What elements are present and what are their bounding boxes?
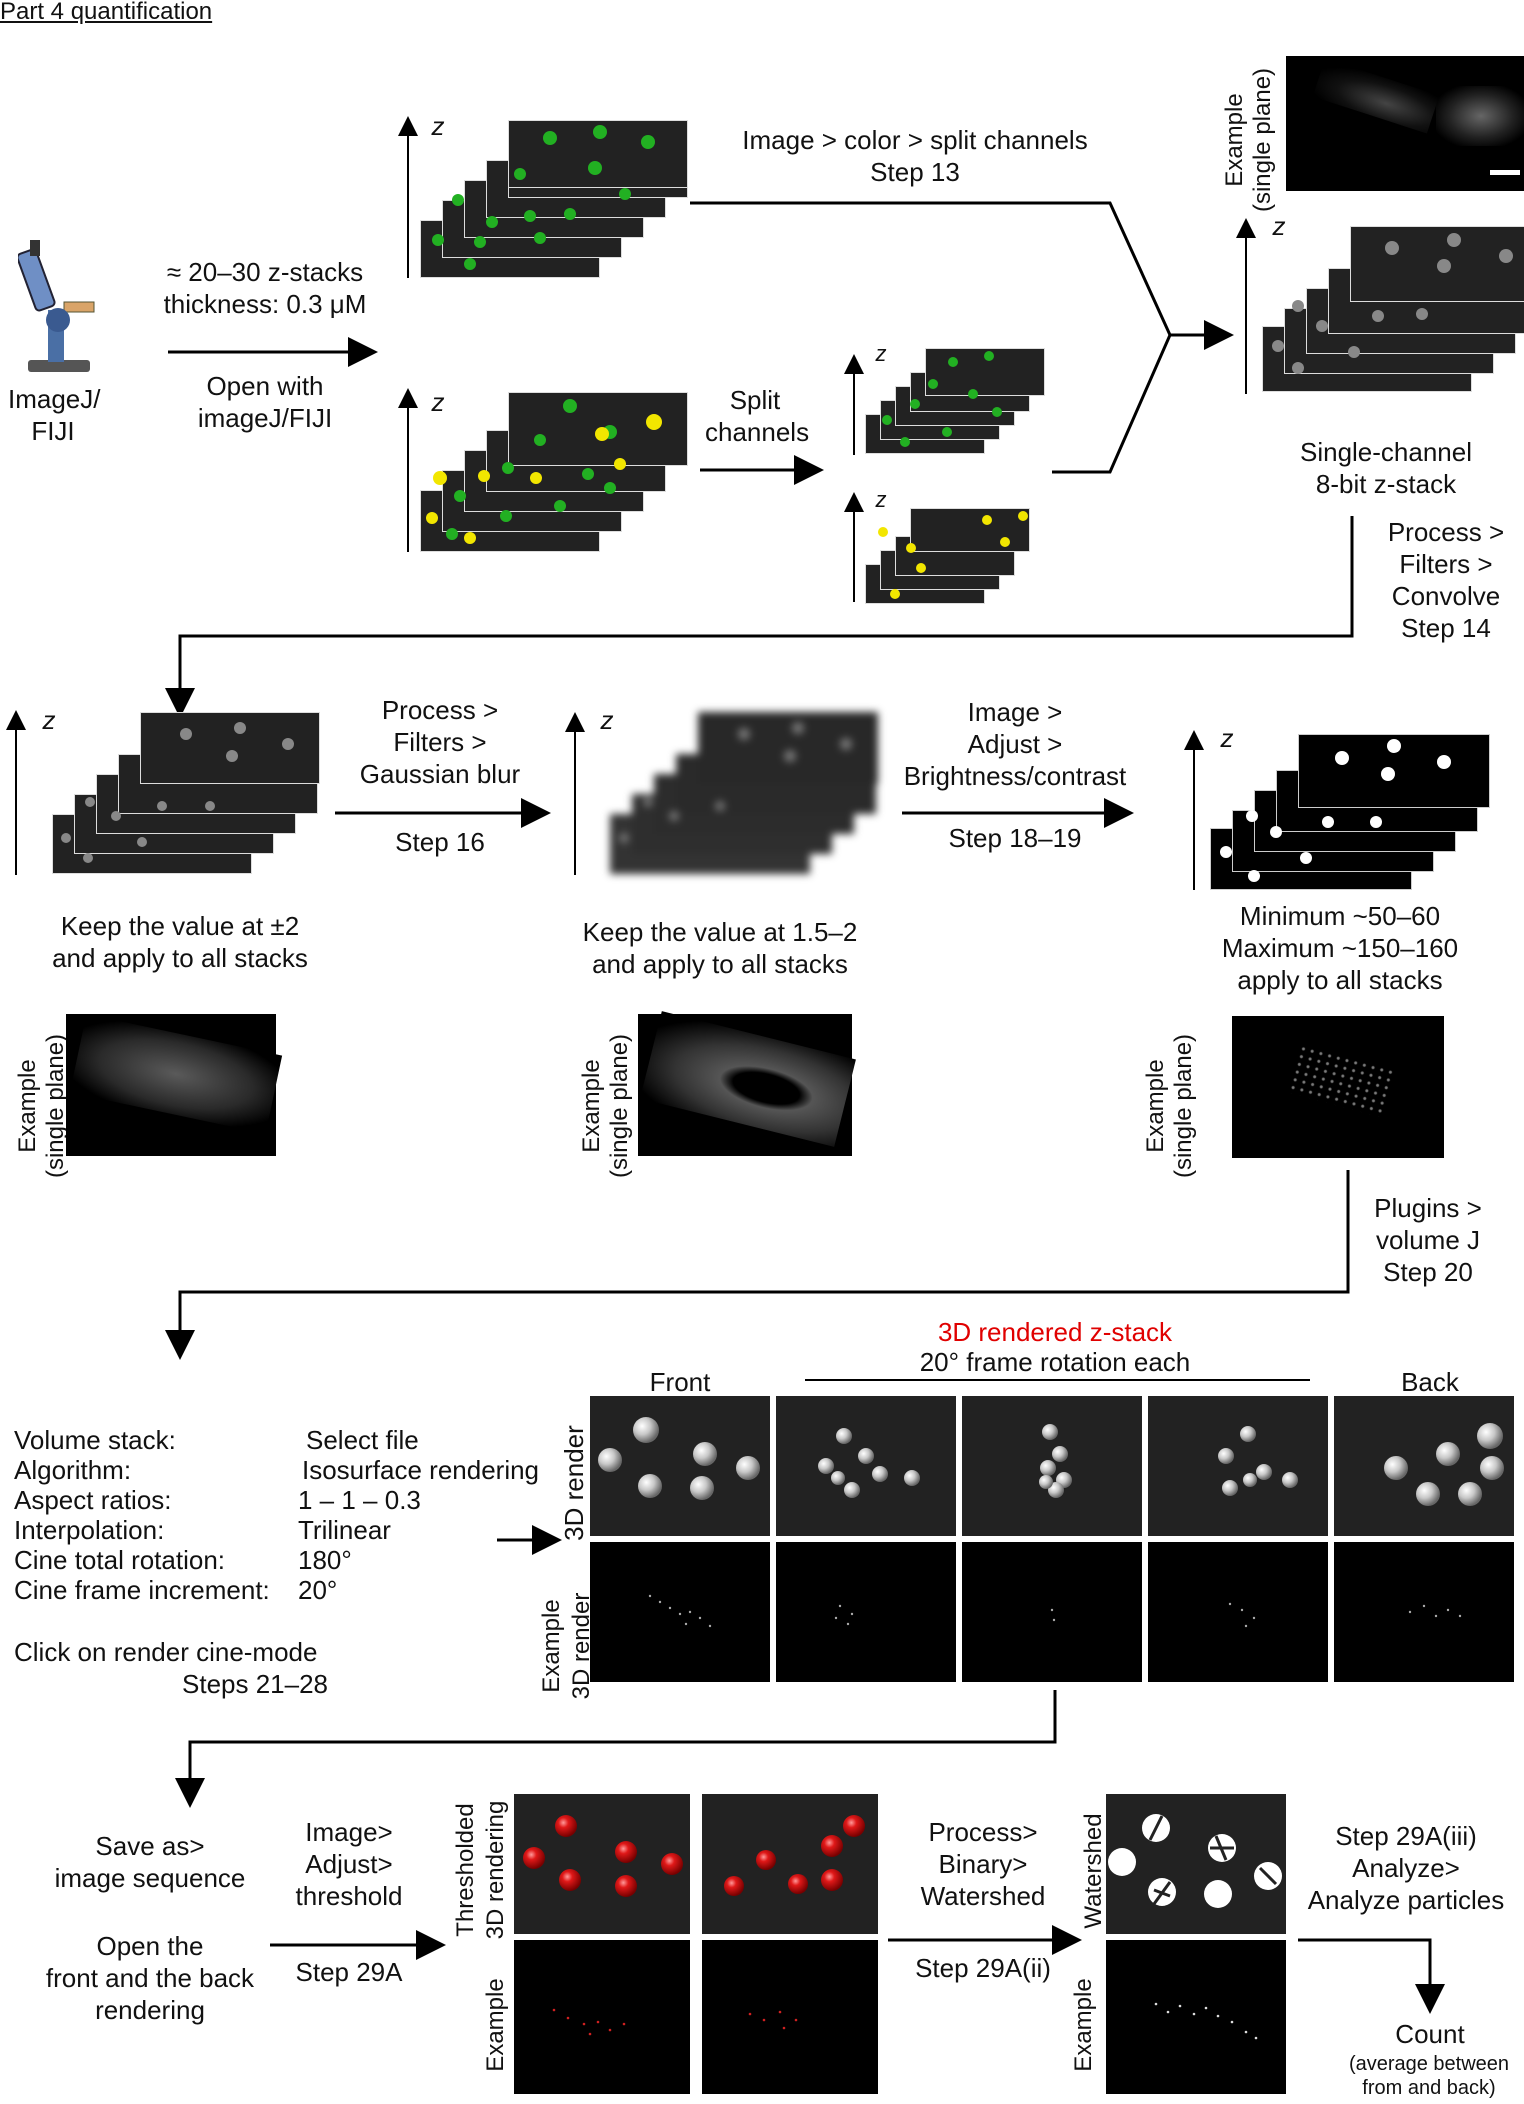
z-axis-label: z <box>1220 723 1234 753</box>
gaussian-menu: Process > Filters > Gaussian blur <box>359 695 521 789</box>
green-channel-stack <box>865 348 1045 454</box>
scale-bar <box>1490 170 1520 175</box>
count-note: (average between from and back) <box>1348 2053 1510 2099</box>
threshold-panels <box>514 1794 878 2094</box>
yellow-channel-dots <box>878 511 1028 599</box>
acquire-stacks: ≈ 20–30 z-stacks thickness: 0.3 μM <box>163 257 367 319</box>
threshold-step: Step 29A <box>295 1957 403 1987</box>
render-subtitle: 20° frame rotation each <box>919 1347 1191 1377</box>
setting-key: Interpolation: <box>14 1515 165 1545</box>
convolve-label: Process > Filters > Convolve Step 14 <box>1387 517 1505 643</box>
example-label: Example <box>482 1978 509 2072</box>
setting-value: Isosurface rendering <box>302 1455 540 1485</box>
yellow-channel-stack <box>865 508 1045 608</box>
render-title: 3D rendered z-stack <box>937 1317 1173 1347</box>
render-click: Click on render cine-mode <box>14 1637 318 1667</box>
analyze-label: Step 29A(iii) Analyze> Analyze particles <box>1307 1821 1505 1915</box>
watershed-panels <box>1106 1794 1286 2094</box>
example-label: Example (single plane) <box>1142 1033 1197 1179</box>
render-row-label: 3D render <box>559 1425 589 1541</box>
merged-stack <box>420 392 690 552</box>
setting-key: Volume stack: <box>14 1425 176 1455</box>
example-convolve <box>66 1014 283 1156</box>
plugins-label: Plugins > volume J Step 20 <box>1374 1193 1482 1287</box>
open-front-back: Open the front and the back rendering <box>45 1931 255 2025</box>
microscope-label: ImageJ/ FIJI <box>8 384 101 446</box>
back-label: Back <box>1401 1367 1459 1397</box>
setting-value: 1 – 1 – 0.3 <box>298 1485 421 1515</box>
example-label: Example (single plane) <box>578 1033 633 1179</box>
setting-key: Aspect ratios: <box>14 1485 172 1515</box>
brightness-step: Step 18–19 <box>948 823 1082 853</box>
z-axis-label: z <box>42 705 56 735</box>
count-label: Count <box>1395 2019 1465 2049</box>
single-channel-dots <box>1272 233 1513 374</box>
render-steps: Steps 21–28 <box>182 1669 329 1699</box>
setting-key: Cine total rotation: <box>14 1545 226 1575</box>
example-label: Example <box>1070 1978 1097 2072</box>
example-brightness <box>1232 1016 1444 1158</box>
gaussian-step: Step 16 <box>395 827 485 857</box>
save-sequence: Save as> image sequence <box>54 1831 246 1893</box>
split-channels-menu: Image > color > split channels <box>742 125 1088 155</box>
setting-value: 20° <box>298 1575 338 1605</box>
green-dots <box>432 125 655 270</box>
merged-dots <box>426 399 662 544</box>
blurred-stack <box>610 712 890 874</box>
green-stack <box>420 118 690 278</box>
example-label: Example (single plane) <box>1221 67 1276 213</box>
z-axis-label: z <box>875 341 887 366</box>
threshold-menu: Image> Adjust> threshold <box>295 1817 403 1911</box>
split-label: Split channels <box>705 385 810 447</box>
brightness-stack <box>1210 734 1500 894</box>
example-gaussian <box>638 1011 856 1156</box>
single-channel-label: Single-channel 8-bit z-stack <box>1299 437 1472 499</box>
example-single-plane-top <box>1286 56 1524 191</box>
z-axis-label: z <box>1272 211 1286 241</box>
setting-key: Cine frame increment: <box>14 1575 270 1605</box>
microscope-icon <box>18 240 95 372</box>
convolve-dots <box>61 722 294 863</box>
front-label: Front <box>649 1367 711 1397</box>
green-channel-dots <box>882 351 1002 447</box>
convolve-stack <box>52 712 332 874</box>
setting-value: Trilinear <box>298 1515 391 1545</box>
z-axis-label: z <box>875 487 887 512</box>
watershed-menu: Process> Binary> Watershed <box>920 1817 1046 1911</box>
watershed-step: Step 29A(ii) <box>915 1953 1051 1983</box>
setting-value: Select file <box>306 1425 419 1455</box>
z-axis-label: z <box>431 387 445 417</box>
thresholded-label: Thresholded 3D rendering <box>452 1800 509 1940</box>
watershed-label: Watershed <box>1080 1813 1107 1929</box>
single-channel-stack <box>1262 226 1524 396</box>
brightness-dots <box>1220 739 1451 882</box>
page-title: Part 4 quantification <box>0 0 213 25</box>
brightness-menu: Image > Adjust > Brightness/contrast <box>903 697 1127 791</box>
setting-key: Algorithm: <box>14 1455 132 1485</box>
brightness-note: Minimum ~50–60 Maximum ~150–160 apply to… <box>1221 901 1459 995</box>
setting-value: 180° <box>298 1545 352 1575</box>
split-step: Step 13 <box>870 157 960 187</box>
render-grid <box>590 1396 1514 1682</box>
gaussian-note: Keep the value at 1.5–2 and apply to all… <box>582 917 858 979</box>
z-axis-label: z <box>431 111 445 141</box>
convolve-note: Keep the value at ±2 and apply to all st… <box>52 911 308 973</box>
z-axis-label: z <box>600 705 614 735</box>
acquire-open: Open with imageJ/FIJI <box>197 371 333 433</box>
